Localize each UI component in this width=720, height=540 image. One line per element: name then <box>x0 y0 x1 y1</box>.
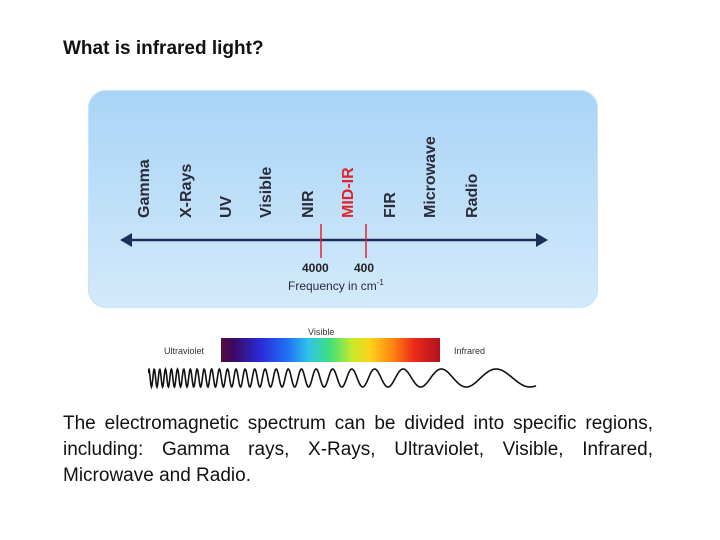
visible-label: Visible <box>308 327 335 337</box>
wave-path <box>148 366 537 390</box>
ultraviolet-label: Ultraviolet <box>164 346 205 356</box>
caption-text: The electromagnetic spectrum can be divi… <box>63 413 653 486</box>
axis-title-exponent: -1 <box>376 278 384 287</box>
axis-arrow-left-icon <box>120 233 132 247</box>
axis-arrow-right-icon <box>536 233 548 247</box>
tick-label-400: 400 <box>354 261 375 275</box>
axis-title: Frequency in cm-1 <box>288 278 384 293</box>
spectrum-diagram-panel: Gamma X-Rays UV Visible NIR MID-IR FIR M… <box>88 90 598 308</box>
tick-label-4000: 4000 <box>302 261 329 275</box>
visible-spectrum-gradient-bar <box>221 338 440 362</box>
axis-title-text: Frequency in cm <box>288 279 377 293</box>
infrared-label: Infrared <box>454 346 486 356</box>
slide-title: What is infrared light? <box>63 38 264 59</box>
wavelength-wave-illustration <box>148 366 537 390</box>
frequency-axis <box>120 224 548 258</box>
